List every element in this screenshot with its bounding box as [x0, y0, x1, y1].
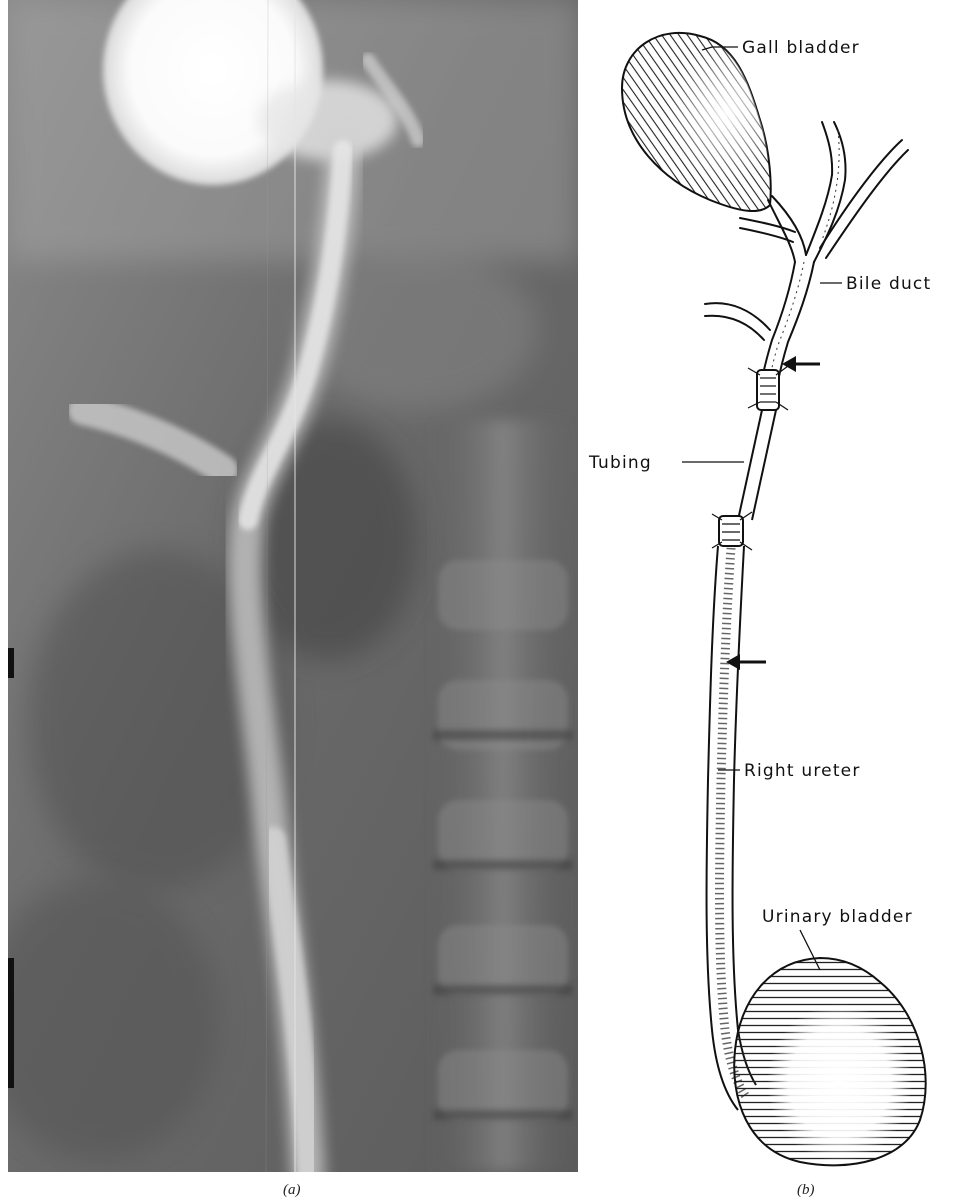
schematic-panel: Gall bladder Bile duct Tubing Right uret…	[585, 0, 973, 1172]
caption-b: (b)	[797, 1182, 815, 1199]
gall-bladder-shape	[622, 33, 771, 211]
urinary-bladder-shape	[734, 958, 926, 1165]
tubing-shape	[738, 410, 776, 520]
label-urinary-bladder: Urinary bladder	[762, 907, 913, 927]
film-edge-mark	[8, 648, 14, 678]
label-gall-bladder: Gall bladder	[742, 38, 860, 58]
label-right-ureter: Right ureter	[744, 761, 861, 781]
label-tubing: Tubing	[588, 453, 652, 473]
label-bile-duct: Bile duct	[846, 274, 931, 294]
arrow-lower-icon	[726, 654, 766, 670]
lower-anastomosis	[712, 512, 752, 550]
schematic-drawing: Gall bladder Bile duct Tubing Right uret…	[585, 0, 973, 1172]
caption-a: (a)	[283, 1182, 301, 1199]
upper-anastomosis	[748, 366, 788, 410]
film-edge-mark	[8, 958, 14, 1088]
radiograph-image	[8, 0, 578, 1172]
radiograph-panel	[8, 0, 578, 1172]
arrow-upper-icon	[782, 356, 820, 372]
